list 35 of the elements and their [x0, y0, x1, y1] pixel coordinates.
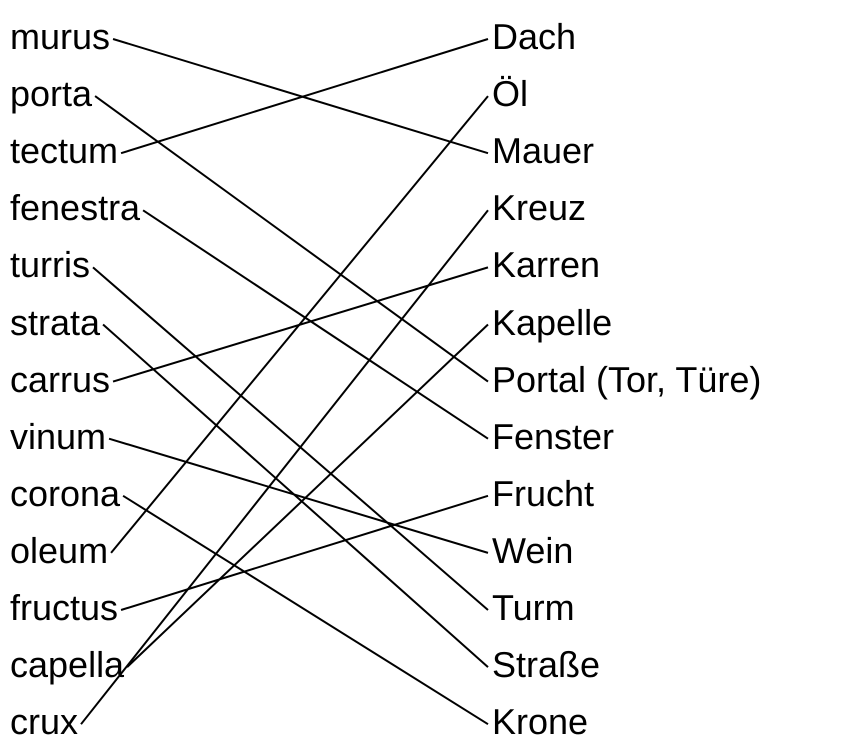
word-label: carrus — [10, 360, 110, 400]
connector-line — [94, 95, 489, 382]
word-label: Straße — [492, 645, 600, 686]
word-label: Wein — [492, 530, 574, 571]
connector-line — [112, 266, 488, 383]
word-label: Frucht — [492, 474, 594, 514]
word-label: turris — [10, 245, 90, 286]
word-label: corona — [10, 474, 120, 514]
connector-line — [142, 209, 489, 440]
word-label: tectum — [10, 131, 118, 172]
word-label: crux — [10, 702, 78, 742]
word-label: porta — [10, 74, 92, 114]
word-label: Karren — [492, 245, 600, 286]
connector-line — [108, 438, 488, 554]
word-label: Kreuz — [492, 188, 586, 228]
word-label: murus — [10, 17, 110, 57]
word-label: Dach — [492, 17, 576, 57]
word-label: Fenster — [492, 416, 614, 457]
word-label: fructus — [10, 588, 118, 628]
word-label: capella — [10, 645, 124, 686]
word-label: Krone — [492, 702, 588, 742]
word-label: Portal (Tor, Türe) — [492, 360, 762, 400]
word-label: Turm — [492, 588, 575, 628]
word-label: Kapelle — [492, 302, 612, 342]
word-label: Mauer — [492, 131, 594, 172]
word-label: strata — [10, 302, 100, 342]
connector-line — [122, 494, 489, 726]
connector-line — [110, 95, 489, 554]
connector-line — [120, 494, 488, 611]
word-label: Öl — [492, 74, 528, 114]
word-label: fenestra — [10, 188, 140, 228]
word-label: oleum — [10, 530, 108, 571]
word-label: vinum — [10, 416, 106, 457]
connector-line — [92, 266, 489, 611]
connector-line — [80, 210, 489, 725]
